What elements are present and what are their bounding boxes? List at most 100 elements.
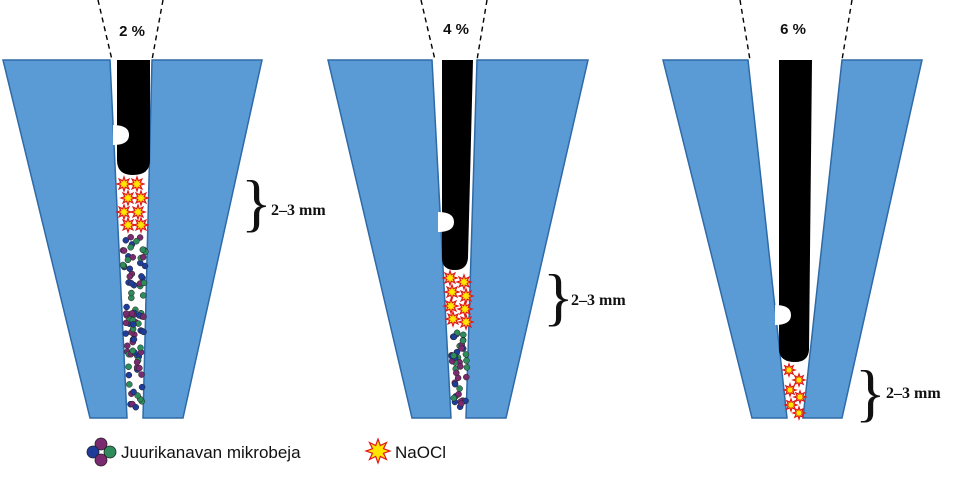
- dashed-guide-left-1: [97, 0, 113, 61]
- naocl-star-icon: [119, 216, 137, 234]
- microbe-dot: [141, 262, 149, 270]
- microbe-dot: [132, 403, 140, 411]
- naocl-cluster-1: [115, 175, 150, 234]
- naocl-cluster-2: [441, 269, 475, 331]
- naocl-star-icon: [128, 175, 146, 193]
- brace-1: }: [241, 167, 272, 238]
- percent-label-2: 4 %: [443, 21, 469, 38]
- naocl-star-icon: [782, 382, 798, 398]
- microbe-dot: [127, 244, 134, 251]
- panel-2: 4 % } 2–3 mm: [327, 0, 626, 419]
- instrument-2: [442, 60, 473, 270]
- microbe-dot: [128, 289, 135, 297]
- naocl-star-icon: [115, 203, 133, 221]
- microbe-dot: [463, 373, 470, 381]
- naocl-star-icon: [791, 372, 807, 388]
- microbe-dot: [138, 371, 145, 378]
- microbe-dot: [124, 256, 132, 264]
- naocl-star-icon: [792, 389, 808, 405]
- microbe-dot: [128, 279, 135, 287]
- microbe-dot: [450, 333, 458, 341]
- dimension-label-3: 2–3 mm: [886, 385, 941, 402]
- naocl-star-icon: [119, 189, 137, 207]
- microbe-dot: [139, 253, 147, 261]
- tooth-root-1: [2, 59, 128, 419]
- microbe-dot: [456, 385, 463, 392]
- microbe-dot: [453, 369, 460, 377]
- microbe-dot: [133, 358, 141, 366]
- microbe-dot: [130, 336, 138, 343]
- microbe-dot: [130, 321, 137, 328]
- dimension-label-1: 2–3 mm: [271, 202, 326, 219]
- naocl-star-icon: [791, 405, 807, 421]
- tooth-root-3b: [802, 59, 923, 419]
- microbe-dot: [122, 330, 130, 337]
- microbe-dot: [457, 363, 464, 370]
- microbe-dot: [126, 381, 133, 388]
- instrument-notch-2: [438, 212, 454, 232]
- naocl-star-icon: [457, 313, 475, 331]
- dashed-guide-right-3: [841, 0, 853, 61]
- microbe-dot: [139, 292, 147, 299]
- microbe-dot: [126, 265, 134, 273]
- panel-1: 2 % } 2–3 mm: [2, 0, 326, 419]
- naocl-star-icon: [115, 175, 133, 193]
- brace-2: }: [543, 261, 574, 332]
- tooth-root-2b: [465, 59, 589, 419]
- microbe-dot: [138, 273, 145, 280]
- tooth-root-2: [327, 59, 452, 419]
- microbe-dot: [125, 371, 133, 379]
- naocl-star-icon: [444, 310, 462, 328]
- brace-3: }: [855, 357, 886, 428]
- tooth-root-3: [662, 59, 788, 419]
- microbe-dot: [122, 237, 130, 244]
- microbe-dot: [462, 351, 470, 358]
- microbe-dot: [119, 261, 127, 269]
- naocl-star-icon: [781, 362, 797, 378]
- microbe-dot: [122, 319, 130, 327]
- microbe-dot: [129, 347, 137, 355]
- dashed-guide-right-1: [151, 0, 164, 61]
- panel-3: 6 % } 2–3 mm: [662, 0, 941, 428]
- microbe-dot: [126, 273, 134, 280]
- microbe-dot: [455, 390, 462, 398]
- naocl-legend-label: NaOCl: [395, 443, 446, 462]
- dashed-guide-left-3: [739, 0, 751, 61]
- microbe-dot: [450, 352, 458, 359]
- microbe-dot: [458, 345, 465, 352]
- instrument-notch-1: [113, 125, 129, 145]
- instrument-1: [117, 60, 150, 175]
- microbe-dot: [140, 313, 147, 320]
- microbe-dot: [124, 342, 131, 350]
- microbe-dot: [138, 383, 146, 391]
- microbe-dot: [460, 331, 467, 339]
- microbe-dot: [123, 303, 130, 311]
- microbe-dot: [136, 364, 143, 372]
- microbe-dot: [463, 364, 471, 371]
- dimension-label-2: 2–3 mm: [571, 292, 626, 309]
- microbe-dot: [459, 337, 467, 344]
- naocl-legend-icon: [364, 437, 392, 465]
- tooth-root-1b: [142, 59, 263, 419]
- naocl-star-icon: [456, 300, 474, 318]
- microbe-dot: [122, 310, 130, 317]
- microbe-dot: [134, 392, 141, 399]
- microbe-cluster-2: [448, 329, 471, 411]
- naocl-star-icon: [132, 216, 150, 234]
- naocl-star-icon: [441, 269, 459, 287]
- microbe-dot: [137, 344, 144, 352]
- microbe-dot: [450, 394, 458, 402]
- microbe-dot: [128, 310, 136, 317]
- microbe-cluster-1: [119, 233, 149, 411]
- percent-label-1: 2 %: [119, 23, 145, 40]
- naocl-star-icon: [442, 297, 460, 315]
- microbe-dot: [130, 388, 137, 396]
- naocl-legend-star-icon: [364, 437, 392, 465]
- instrument-notch-3: [775, 305, 791, 325]
- microbes-legend-label: Juurikanavan mikrobeja: [121, 443, 301, 462]
- naocl-star-icon: [132, 189, 150, 207]
- microbe-dot: [127, 233, 134, 241]
- naocl-star-icon: [455, 273, 473, 291]
- microbe-dot: [133, 237, 140, 245]
